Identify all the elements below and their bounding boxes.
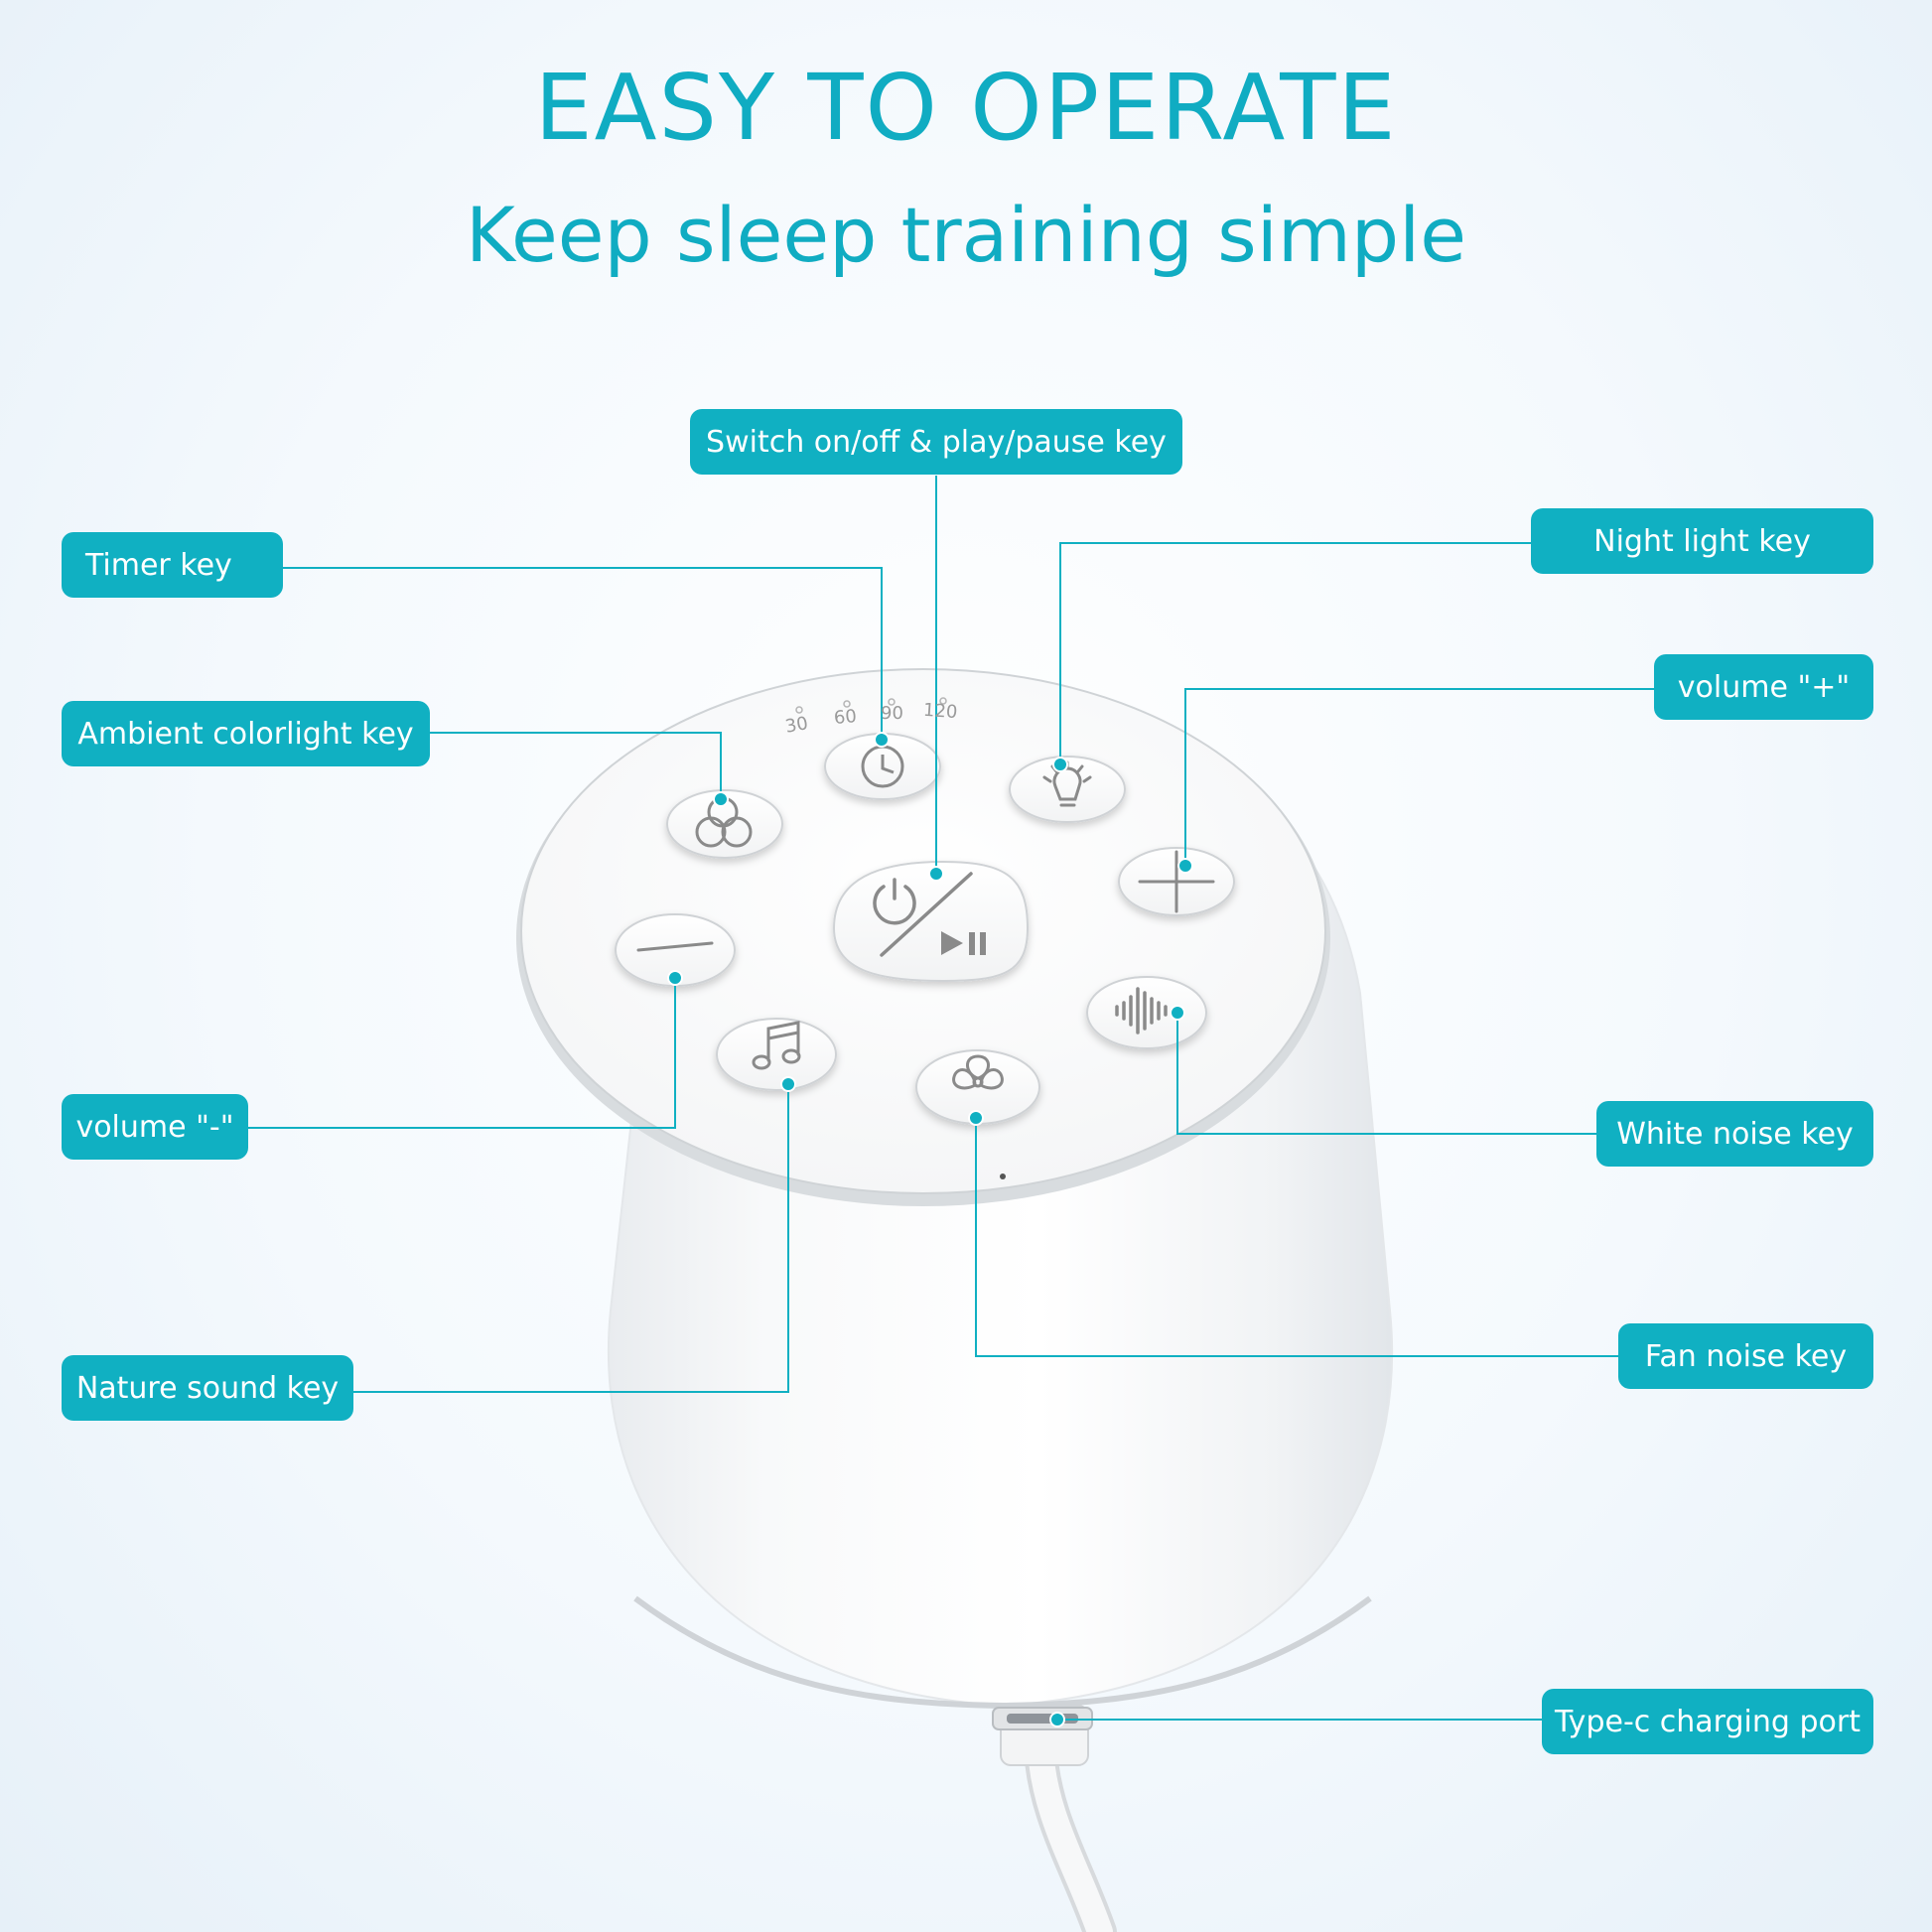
callout-white-noise-key: White noise key — [1596, 1101, 1873, 1167]
callout-volume-minus: volume "-" — [62, 1094, 248, 1160]
timer-indicator-dots — [795, 697, 947, 714]
callout-power-key: Switch on/off & play/pause key — [690, 409, 1182, 475]
page-title: EASY TO OPERATE — [534, 55, 1398, 161]
leader-lines — [248, 476, 1654, 1721]
timer-label-90: 90 — [881, 703, 903, 724]
play-pause-glyph — [941, 931, 986, 955]
power-play-pause-button[interactable] — [832, 860, 1030, 983]
volume-plus-button[interactable] — [1118, 847, 1235, 916]
callout-fan-noise-key: Fan noise key — [1618, 1323, 1873, 1389]
callout-timer-key: Timer key — [62, 532, 283, 598]
volume-minus-button[interactable] — [615, 913, 736, 987]
leader-dots — [667, 732, 1193, 1727]
bottom-rim — [633, 1595, 1372, 1710]
fan-noise-button[interactable] — [915, 1049, 1040, 1125]
microphone-hole — [1000, 1173, 1006, 1179]
timer-label-60: 60 — [833, 706, 858, 729]
minus-icon — [636, 941, 714, 952]
page-subtitle: Keep sleep training simple — [465, 191, 1467, 279]
fan-icon — [952, 1054, 1004, 1090]
usb-cable — [1000, 1705, 1117, 1932]
callout-ambient-colorlight-key: Ambient colorlight key — [62, 701, 430, 766]
nature-sound-button[interactable] — [716, 1018, 837, 1091]
callout-night-light-key: Night light key — [1531, 508, 1873, 574]
ambient-colorlight-button[interactable] — [666, 789, 783, 859]
callout-volume-plus: volume "+" — [1654, 654, 1873, 720]
timer-label-30: 30 — [783, 713, 810, 738]
power-play-pause-icon — [873, 872, 973, 957]
timer-label-120: 120 — [922, 699, 959, 724]
white-noise-button[interactable] — [1086, 976, 1207, 1049]
music-note-icon — [752, 1021, 801, 1070]
plus-icon — [1138, 850, 1215, 913]
callout-nature-sound-key: Nature sound key — [62, 1355, 353, 1421]
timer-button[interactable] — [824, 733, 941, 800]
callout-type-c-charging-port: Type-c charging port — [1542, 1689, 1873, 1754]
sound-wave-icon — [1115, 987, 1168, 1035]
